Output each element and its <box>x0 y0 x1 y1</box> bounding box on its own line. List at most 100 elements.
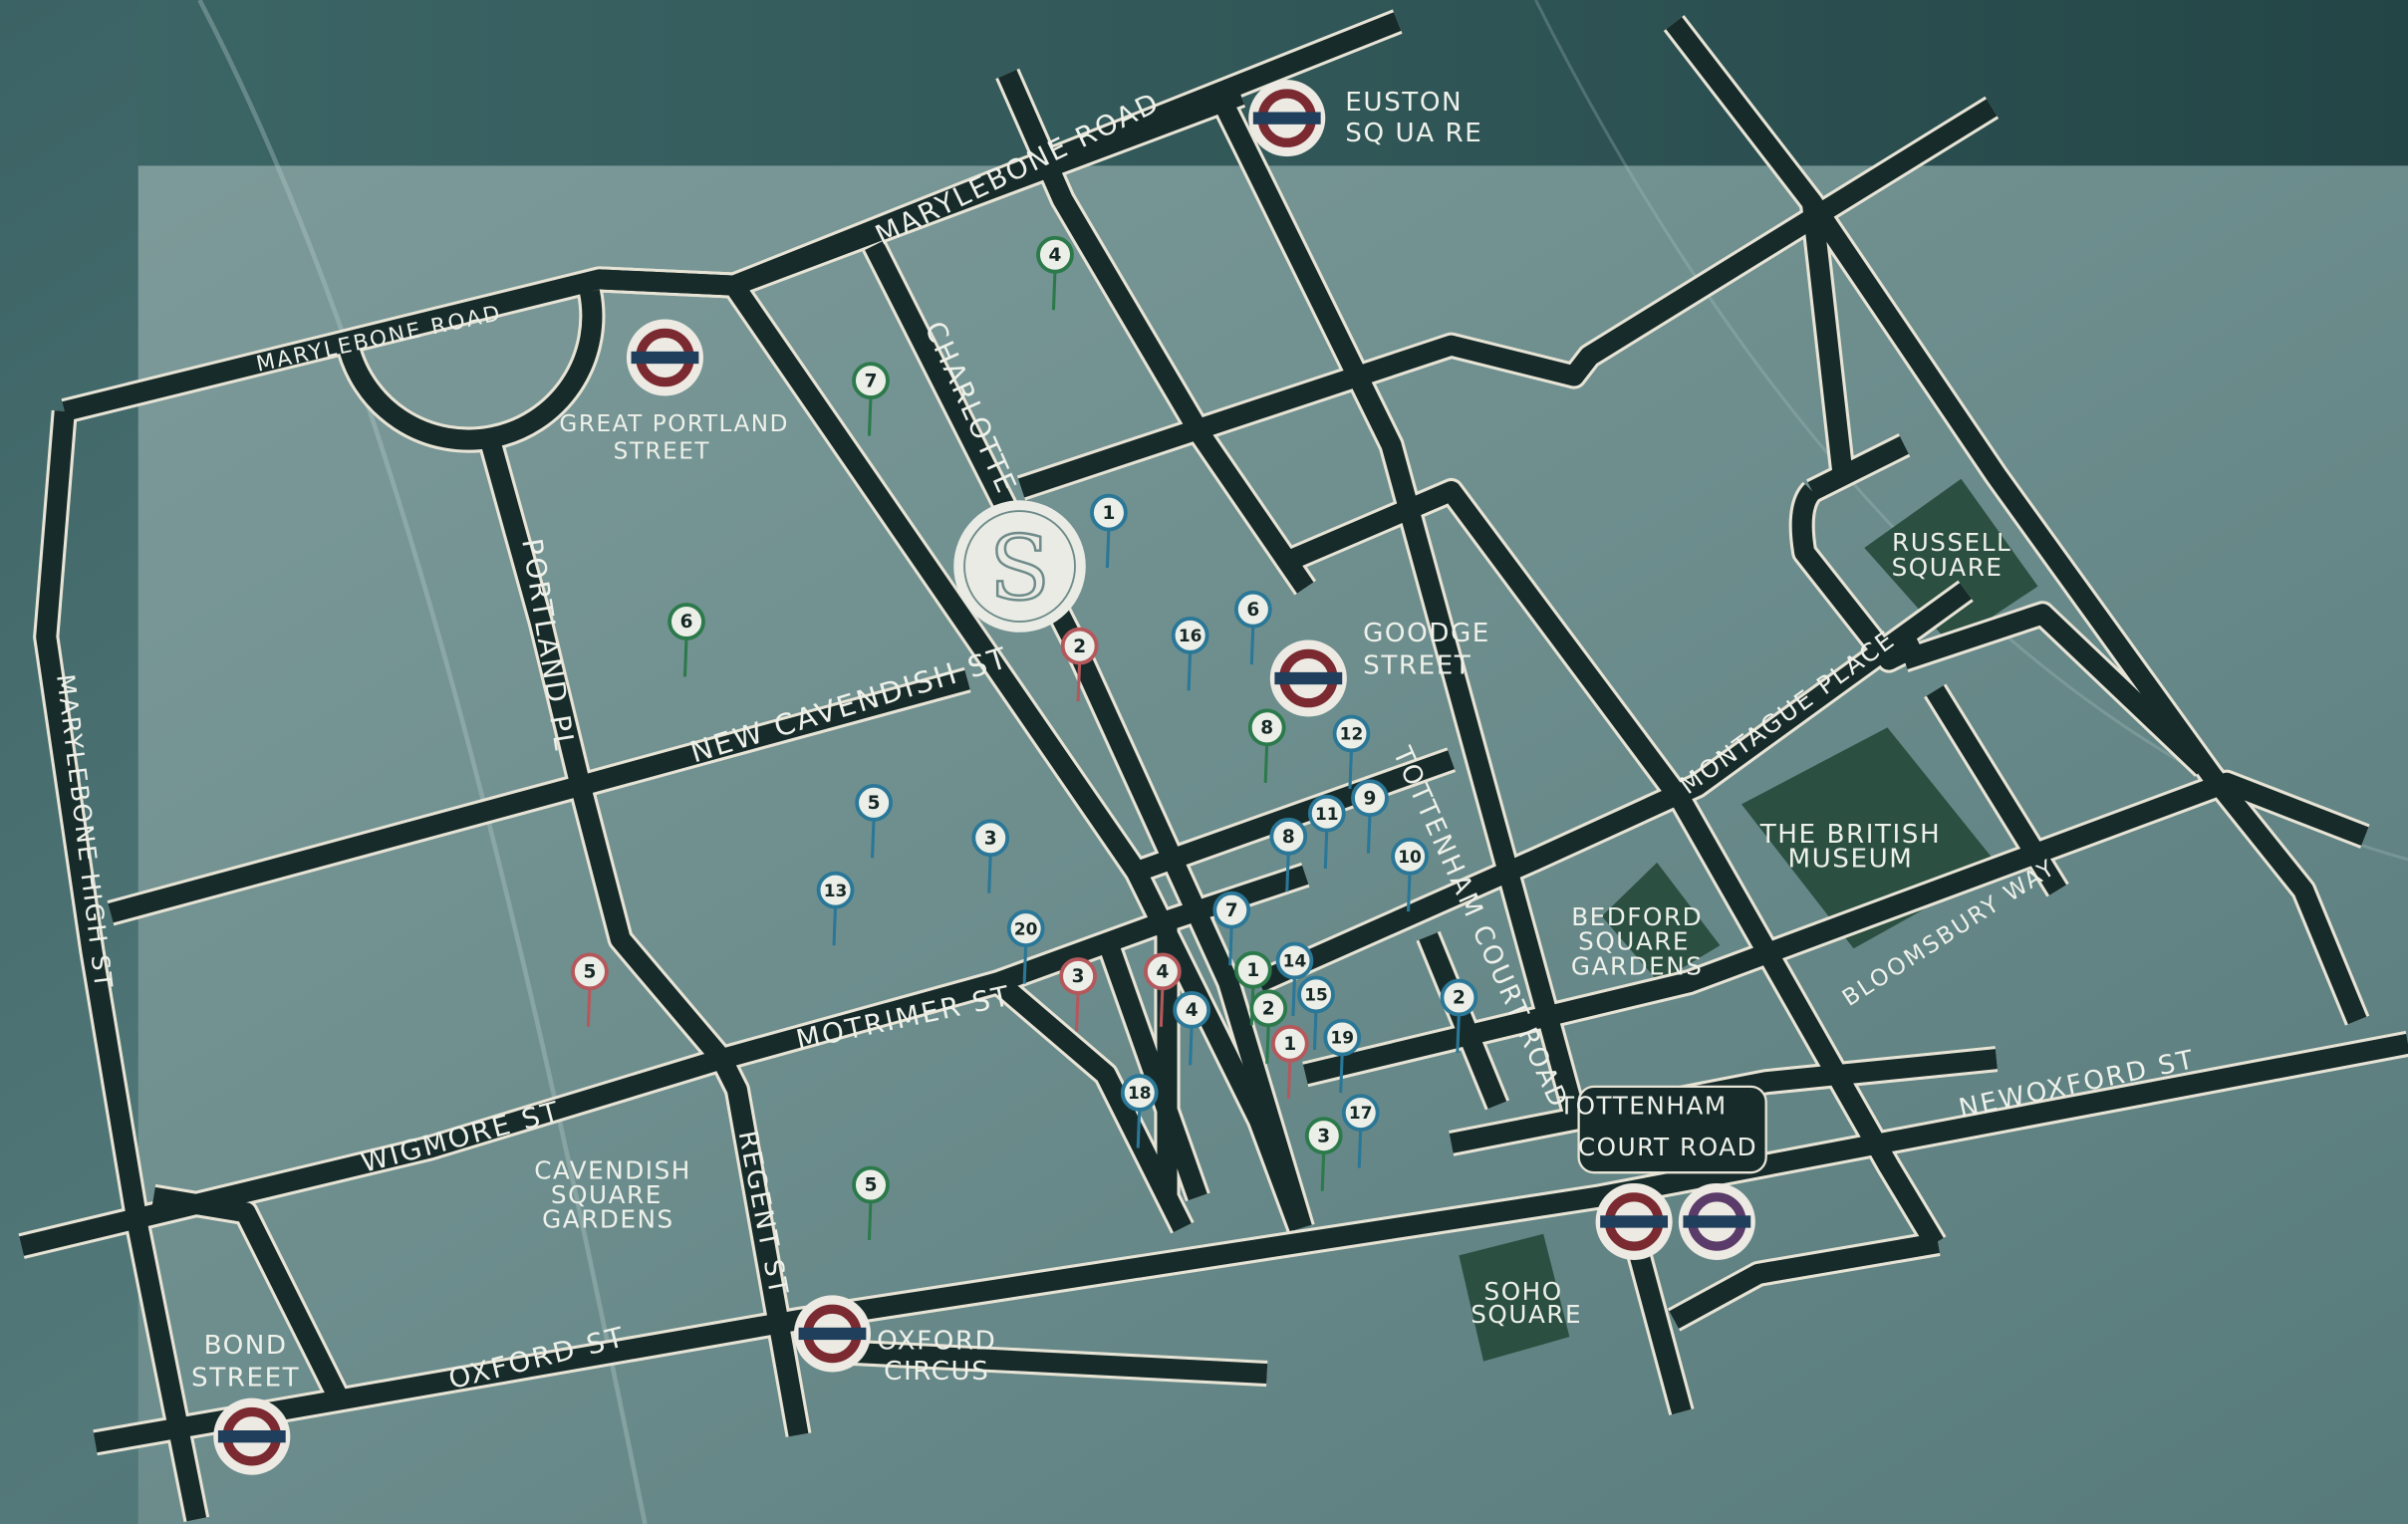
pin-label: 7 <box>1225 900 1238 921</box>
pin-blue-20[interactable]: 20 <box>1006 909 1045 984</box>
pin-red-2[interactable]: 2 <box>1060 627 1099 702</box>
park-label-line: MUSEUM <box>1787 845 1913 875</box>
park-label-line: RUSSELL <box>1892 528 2011 557</box>
pin-stem <box>832 905 838 946</box>
pin-stem <box>1076 661 1082 702</box>
pin-blue-4[interactable]: 4 <box>1173 990 1211 1066</box>
pin-stem <box>1348 748 1354 790</box>
pin-head <box>1090 493 1128 532</box>
light-streak <box>197 0 648 1524</box>
pin-label: 1 <box>1102 503 1115 524</box>
development-logo[interactable]: S <box>953 500 1086 633</box>
pin-stem <box>682 636 688 677</box>
road-network <box>18 9 2408 1522</box>
pin-label: 1 <box>1246 960 1259 981</box>
road <box>481 442 809 1437</box>
pin-green-4[interactable]: 4 <box>1036 235 1074 311</box>
pin-blue-2[interactable]: 2 <box>1440 978 1478 1054</box>
pin-stem <box>1051 270 1057 311</box>
pin-red-1[interactable]: 1 <box>1270 1024 1309 1100</box>
park-label-line: GARDENS <box>1571 951 1704 980</box>
pin-blue-7[interactable]: 7 <box>1212 890 1251 966</box>
russell-square-park <box>1864 478 2038 645</box>
pin-label: 1 <box>1283 1034 1296 1055</box>
pin-head <box>668 603 705 640</box>
station-label-line: TOTTENHAM <box>1558 1092 1728 1121</box>
pin-green-2[interactable]: 2 <box>1249 989 1288 1064</box>
station-bond-street-icon[interactable] <box>213 1397 291 1475</box>
pin-label: 3 <box>1317 1126 1330 1146</box>
pin-blue-18[interactable]: 18 <box>1120 1074 1159 1148</box>
pin-blue-6[interactable]: 6 <box>1233 590 1272 665</box>
pin-label: 9 <box>1364 788 1377 809</box>
pin-green-1[interactable]: 1 <box>1233 950 1272 1026</box>
pin-blue-10[interactable]: 10 <box>1391 837 1429 912</box>
park-label-line: SQUARE <box>1578 927 1690 956</box>
pin-head <box>1006 909 1045 948</box>
pin-head <box>1059 957 1097 995</box>
pin-green-5[interactable]: 5 <box>852 1165 890 1241</box>
pin-stem <box>1291 975 1296 1017</box>
pin-red-3[interactable]: 3 <box>1059 957 1097 1032</box>
pin-stem <box>1320 1150 1326 1191</box>
park-label-line: THE BRITISH <box>1759 820 1941 850</box>
pin-stem <box>1228 925 1233 966</box>
pin-label: 17 <box>1349 1103 1373 1123</box>
park-label-line: GARDENS <box>542 1205 674 1234</box>
pin-green-7[interactable]: 7 <box>852 362 890 436</box>
pin-stem <box>1189 1025 1194 1066</box>
road <box>1669 1233 1941 1329</box>
station-great-portland-street-icon[interactable] <box>626 319 703 396</box>
pin-blue-11[interactable]: 11 <box>1307 794 1346 870</box>
pin-blue-5[interactable]: 5 <box>855 783 893 859</box>
pin-red-5[interactable]: 5 <box>571 952 609 1027</box>
station-oxford-circus-icon[interactable] <box>793 1295 872 1373</box>
pin-head <box>571 952 609 991</box>
pin-blue-13[interactable]: 13 <box>816 871 855 946</box>
park-label-line: SQUARE <box>551 1180 663 1209</box>
pin-blue-14[interactable]: 14 <box>1275 941 1314 1017</box>
station-goodge-street-icon[interactable] <box>1269 639 1347 717</box>
road <box>813 1340 1268 1385</box>
road <box>998 69 1314 594</box>
pin-green-3[interactable]: 3 <box>1304 1117 1343 1191</box>
pin-stem <box>1285 852 1290 892</box>
pin-blue-16[interactable]: 16 <box>1171 617 1209 691</box>
pin-blue-19[interactable]: 19 <box>1323 1018 1362 1094</box>
pin-stem <box>1105 527 1111 569</box>
pin-head <box>1120 1074 1159 1112</box>
pin-label: 15 <box>1304 985 1328 1005</box>
pin-head <box>816 871 855 909</box>
pin-blue-1[interactable]: 1 <box>1090 493 1128 569</box>
pin-red-4[interactable]: 4 <box>1143 952 1182 1027</box>
pin-head <box>1351 779 1389 818</box>
pin-blue-17[interactable]: 17 <box>1341 1094 1380 1168</box>
station-label-line: STREET <box>191 1363 300 1393</box>
pin-blue-8[interactable]: 8 <box>1269 817 1308 892</box>
road <box>1419 932 1507 1110</box>
pin-head <box>1270 1024 1309 1063</box>
road <box>93 1033 2408 1453</box>
pin-blue-3[interactable]: 3 <box>971 819 1010 893</box>
station-label-line: SQ UA RE <box>1345 119 1482 148</box>
station-tottenham-court-road-elizabeth-icon[interactable] <box>1678 1182 1755 1260</box>
station-tottenham-court-road-icon[interactable] <box>1595 1182 1673 1260</box>
pin-blue-12[interactable]: 12 <box>1332 714 1371 790</box>
pin-label: 14 <box>1283 951 1307 971</box>
pin-label: 2 <box>1262 998 1275 1019</box>
pin-stem <box>1456 1012 1461 1054</box>
station-euston-square-icon[interactable] <box>1248 80 1326 157</box>
pin-blue-9[interactable]: 9 <box>1351 779 1389 854</box>
pin-stem <box>867 1199 873 1241</box>
pin-stem <box>867 395 873 436</box>
road <box>36 410 207 1522</box>
park-label-line: SQUARE <box>1471 1300 1582 1329</box>
pin-stem <box>1187 650 1193 691</box>
pin-green-8[interactable]: 8 <box>1247 708 1286 783</box>
pin-label: 6 <box>1246 600 1259 621</box>
park-label-line: SOHO <box>1484 1277 1563 1306</box>
pin-green-6[interactable]: 6 <box>668 603 705 677</box>
pin-blue-15[interactable]: 15 <box>1297 975 1335 1050</box>
